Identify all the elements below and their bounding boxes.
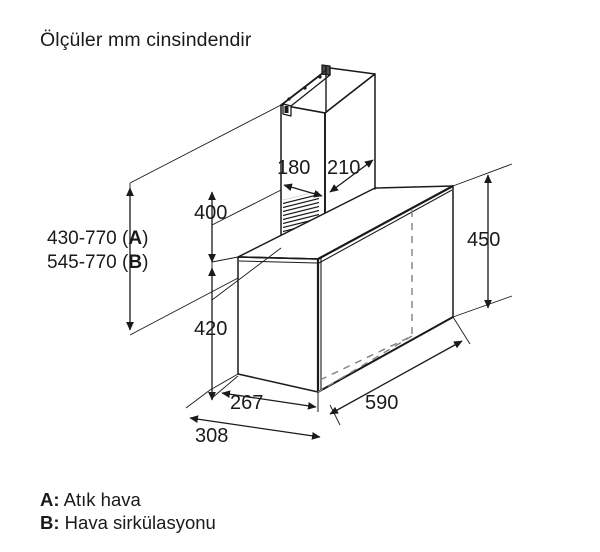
ext-line-308-right <box>329 404 341 426</box>
ext-line-308-left <box>185 389 211 409</box>
ext-line-420-bottom <box>211 375 239 399</box>
dim-line-180 <box>283 183 323 198</box>
dimension-body-height-left <box>208 256 239 401</box>
dimension-label-body-height-left: 420 <box>194 318 228 340</box>
dimension-chimney-height <box>208 189 282 301</box>
chimney-mounting-bracket <box>282 64 331 117</box>
hood-left-face <box>237 256 319 393</box>
ext-line-400-bottom <box>211 247 282 301</box>
legend-a-key: A: <box>40 489 60 510</box>
dimension-body-height-right <box>452 163 513 318</box>
ext-line-420-top <box>211 256 239 263</box>
dimension-label-height-range-a: 430-770 (A) <box>47 228 148 250</box>
hood-top-left-edge-inner <box>238 260 318 264</box>
ext-line-590-right <box>452 316 471 345</box>
hood-top-left-edge <box>237 256 319 260</box>
dimension-label-depth-inner: 267 <box>230 392 264 414</box>
range-a-paren: (A) <box>122 228 149 249</box>
dimension-label-chimney-depth: 210 <box>327 157 361 179</box>
ext-line-range-top <box>129 104 282 184</box>
legend-b-text: Hava sirkülasyonu <box>64 512 216 533</box>
dimension-label-chimney-height: 400 <box>194 202 228 224</box>
legend-item-a: A: Atık hava <box>40 489 141 511</box>
dimension-body-width <box>317 316 471 415</box>
ext-line-400-top <box>211 189 282 226</box>
ext-line-267-left <box>209 373 239 391</box>
dimension-height-range <box>126 104 282 336</box>
legend-item-b: B: Hava sirkülasyonu <box>40 512 216 534</box>
ext-line-450-top <box>452 163 513 187</box>
dimension-chimney-depth <box>324 140 376 200</box>
dimension-label-depth-outer: 308 <box>195 425 229 447</box>
page-title: Ölçüler mm cinsindendir <box>40 29 252 51</box>
dimension-label-body-height-right: 450 <box>467 229 501 251</box>
ext-line-range-bottom <box>129 277 239 336</box>
dimension-label-height-range-b: 545-770 (B) <box>47 252 148 274</box>
ext-line-450-bottom <box>452 295 513 318</box>
dimension-label-chimney-width: 180 <box>277 157 311 179</box>
dim-line-267 <box>221 390 317 410</box>
range-a-key: A <box>128 228 143 249</box>
dim-line-210 <box>329 159 374 193</box>
range-a-value: 430-770 <box>47 228 117 249</box>
range-b-paren: (B) <box>122 252 149 273</box>
hood-body <box>237 185 454 393</box>
dimension-guide-stubs <box>129 183 213 268</box>
hood-top-front-edge-inner <box>318 189 453 264</box>
range-b-key: B <box>128 252 143 273</box>
dim-line-308 <box>189 415 321 440</box>
legend-b-key: B: <box>40 512 60 533</box>
range-b-value: 545-770 <box>47 252 117 273</box>
legend-a-text: Atık hava <box>63 489 141 510</box>
dim-line-590 <box>329 340 463 415</box>
dimension-label-body-width: 590 <box>365 392 399 414</box>
hood-top-front-edge <box>317 185 454 260</box>
